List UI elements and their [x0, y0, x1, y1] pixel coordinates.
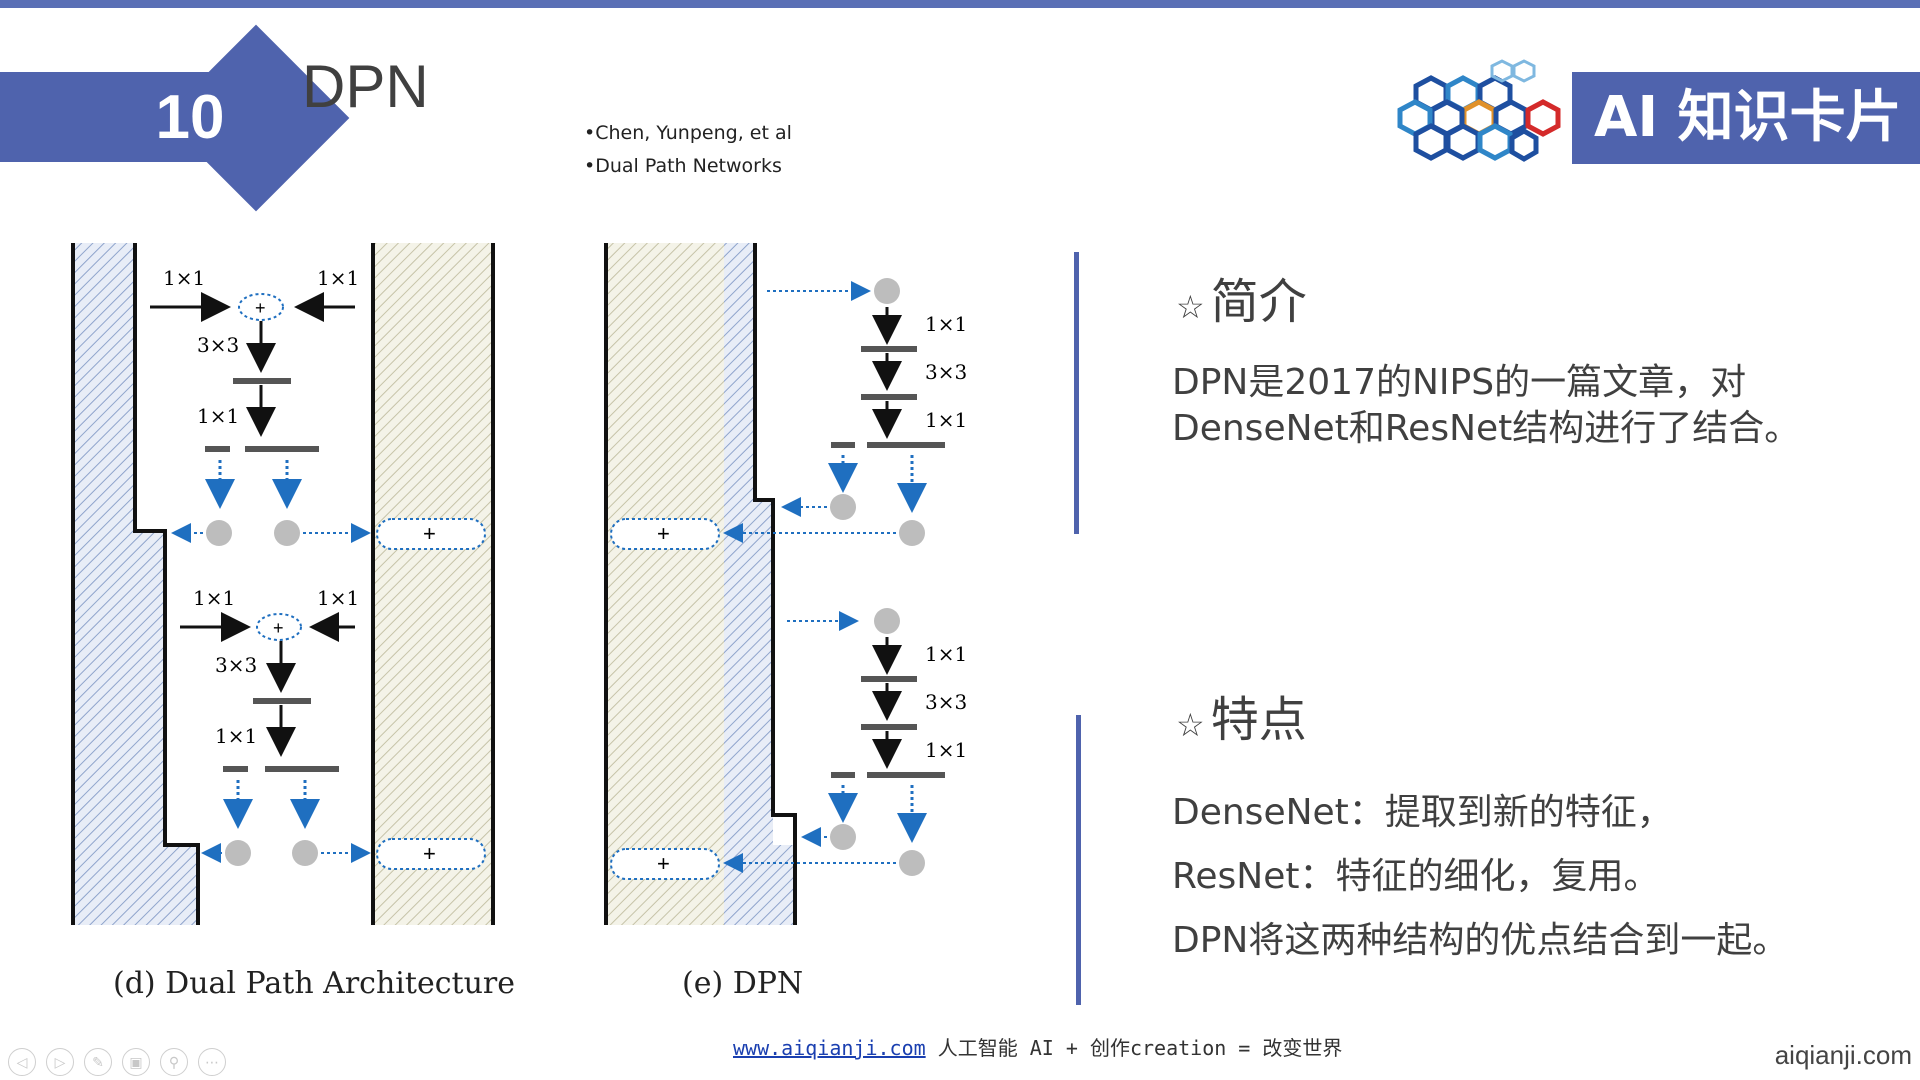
reference-title: •Dual Path Networks: [584, 155, 782, 177]
label-1x1: 1×1: [193, 586, 235, 610]
prev-slide-icon[interactable]: ◁: [8, 1048, 36, 1076]
slides-grid-icon[interactable]: ▣: [122, 1048, 150, 1076]
next-slide-icon[interactable]: ▷: [46, 1048, 74, 1076]
label-1x1: 1×1: [925, 738, 967, 762]
panel-dual-path: 1×1 1×1 + 3×3 1×1 + 1×1 1×1 + 3×3 1×1: [71, 243, 495, 925]
reference-author: •Chen, Yunpeng, et al: [584, 122, 792, 144]
residual-path-region: [606, 243, 724, 925]
label-3x3: 3×3: [197, 333, 239, 357]
add-op: +: [657, 521, 670, 546]
features-heading: ☆特点: [1176, 680, 1307, 750]
residual-path-region: [373, 243, 493, 925]
divider-features: [1076, 715, 1081, 1005]
add-op: +: [423, 841, 436, 866]
zoom-icon[interactable]: ⚲: [160, 1048, 188, 1076]
label-1x1: 1×1: [317, 266, 359, 290]
slide-number: 10: [155, 83, 225, 152]
label-1x1: 1×1: [925, 312, 967, 336]
label-1x1: 1×1: [215, 724, 257, 748]
add-op: +: [657, 851, 670, 876]
dense-path-region: [73, 243, 198, 925]
brand-badge: AI 知识卡片: [1572, 72, 1920, 164]
caption-dpn: (e) DPN: [682, 966, 804, 1001]
label-3x3: 3×3: [925, 690, 967, 714]
label-1x1: 1×1: [317, 586, 359, 610]
star-icon: ☆: [1176, 706, 1205, 744]
add-op: +: [423, 521, 436, 546]
label-1x1: 1×1: [925, 408, 967, 432]
feature-dpn: DPN将这两种结构的优点结合到一起。: [1172, 920, 1789, 961]
label-1x1: 1×1: [163, 266, 205, 290]
footer: www.aiqianji.com 人工智能 AI + 创作creation = …: [733, 1032, 1342, 1061]
add-op: +: [255, 298, 266, 318]
panel-dpn: 1×1 3×3 1×1 + 1×1 3×3 1×1: [604, 243, 967, 925]
label-3x3: 3×3: [925, 360, 967, 384]
star-icon: ☆: [1176, 288, 1205, 326]
top-accent-bar: [0, 0, 1920, 8]
divider-intro: [1074, 252, 1079, 534]
caption-dual-path: (d) Dual Path Architecture: [113, 966, 515, 1001]
feature-densenet: DenseNet：提取到新的特征，: [1172, 792, 1673, 833]
corner-brand: aiqianji.com: [1774, 1040, 1912, 1070]
slide-title: DPN: [302, 53, 429, 120]
label-1x1: 1×1: [925, 642, 967, 666]
dense-path-region: [724, 243, 795, 925]
intro-heading-text: 简介: [1210, 274, 1307, 330]
hexagon-logo-icon: [1397, 59, 1561, 162]
more-options-icon[interactable]: ⋯: [198, 1048, 226, 1076]
footer-link[interactable]: www.aiqianji.com: [733, 1036, 926, 1060]
label-1x1: 1×1: [197, 404, 239, 428]
intro-text: DPN是2017的NIPS的一篇文章，对DenseNet和ResNet结构进行了…: [1172, 362, 1801, 449]
feature-resnet: ResNet：特征的细化，复用。: [1172, 856, 1660, 897]
label-3x3: 3×3: [215, 653, 257, 677]
intro-heading: ☆简介: [1176, 262, 1307, 332]
features-heading-text: 特点: [1210, 692, 1307, 748]
pen-icon[interactable]: ✎: [84, 1048, 112, 1076]
add-op: +: [273, 618, 284, 638]
dpn-figure: 1×1 1×1 + 3×3 1×1 + 1×1 1×1 + 3×3 1×1: [71, 243, 967, 925]
footer-slogan: 人工智能 AI + 创作creation = 改变世界: [925, 1036, 1343, 1060]
